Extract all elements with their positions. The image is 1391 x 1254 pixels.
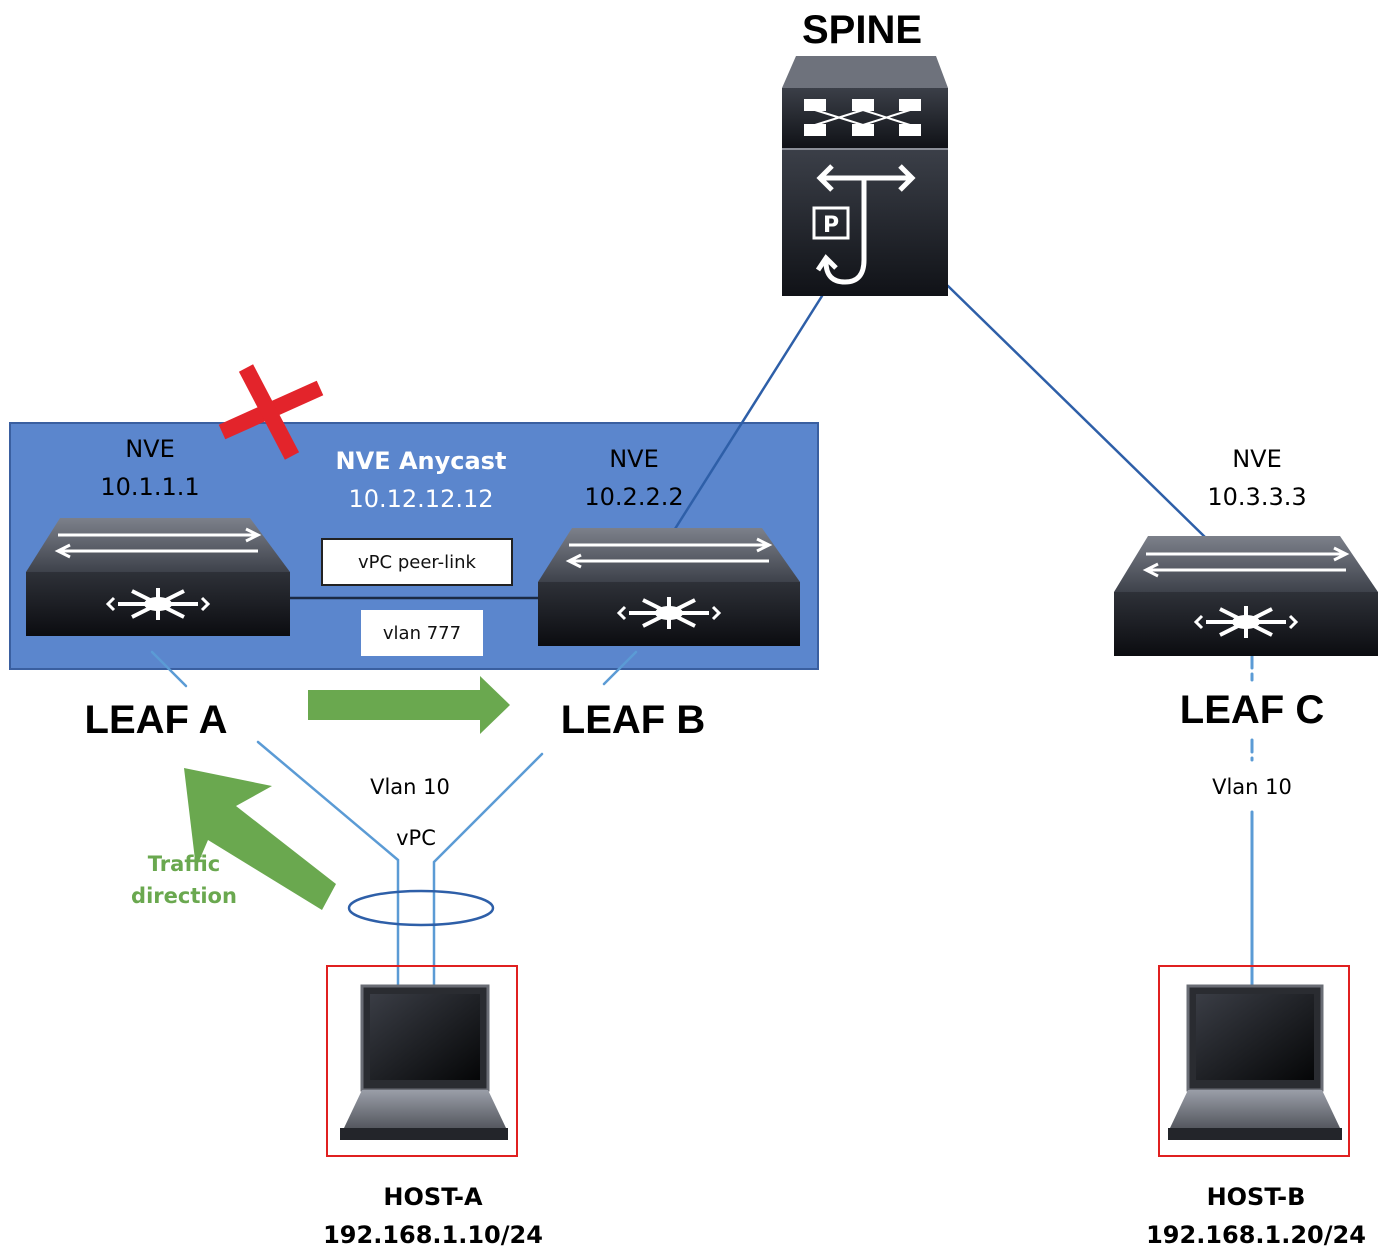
link-spine-leaf-c [946, 284, 1210, 542]
leaf-a-nve-ip: 10.1.1.1 [100, 473, 200, 501]
traffic-arrow-up-left [184, 768, 336, 910]
traffic-direction-label: Traffic direction [131, 848, 237, 912]
links [150, 284, 1254, 992]
svg-text:P: P [823, 213, 839, 238]
host-a-name: HOST-A [383, 1183, 483, 1211]
host-b-name: HOST-B [1206, 1183, 1306, 1211]
failure-x-icon [218, 364, 324, 460]
leaf-c-nve-label: NVE 10.3.3.3 [1207, 440, 1306, 516]
traffic-line-2: direction [131, 884, 237, 908]
spine-switch-icon: P [782, 56, 948, 296]
peer-vlan-label: vlan 777 [361, 610, 483, 656]
leaf-c-nve: NVE [1232, 445, 1282, 473]
vpc-label: vPC [396, 826, 436, 850]
host-a-ip: 192.168.1.10/24 [323, 1221, 543, 1249]
leaf-c-vlan-label: Vlan 10 [1212, 775, 1292, 799]
leaf-c-name: LEAF C [1179, 688, 1325, 732]
traffic-arrow-right [308, 676, 510, 734]
vpc-port-channel-icon [347, 889, 495, 927]
traffic-line-1: Traffic [147, 852, 221, 876]
link-leaf-b-host-a-lower [432, 752, 544, 992]
leaf-a-nve: NVE [125, 435, 175, 463]
link-leaf-a-host-a-lower [256, 740, 400, 992]
link-leaf-b-host-a [602, 650, 638, 686]
link-spine-leaf-b [666, 294, 824, 542]
leaf-a-name: LEAF A [84, 698, 228, 742]
nve-anycast-label: NVE Anycast 10.12.12.12 [336, 442, 507, 518]
nve-anycast-ip: 10.12.12.12 [348, 485, 494, 513]
leaf-a-nve-label: NVE 10.1.1.1 [100, 430, 199, 506]
leaf-c-switch-icon [1114, 536, 1378, 656]
nve-anycast-title: NVE Anycast [335, 447, 507, 475]
vpc-peer-link-label: vPC peer-link [321, 538, 513, 586]
link-leaf-a-host-a [150, 650, 188, 688]
host-b-label: HOST-B 192.168.1.20/24 [1146, 1178, 1366, 1254]
leaf-b-nve: NVE [609, 445, 659, 473]
leaf-a-switch-icon [26, 518, 290, 636]
leaf-c-nve-ip: 10.3.3.3 [1207, 483, 1307, 511]
leaf-b-nve-ip: 10.2.2.2 [584, 483, 684, 511]
leaf-b-name: LEAF B [560, 698, 706, 742]
leaf-b-switch-icon [538, 528, 800, 646]
leaf-b-nve-label: NVE 10.2.2.2 [584, 440, 683, 516]
host-b-laptop-icon [1158, 965, 1350, 1157]
host-a-laptop-icon [326, 965, 518, 1157]
host-a-label: HOST-A 192.168.1.10/24 [323, 1178, 543, 1254]
spine-title: SPINE [801, 8, 923, 52]
host-b-ip: 192.168.1.20/24 [1146, 1221, 1366, 1249]
vpc-vlan-label: Vlan 10 [370, 775, 450, 799]
